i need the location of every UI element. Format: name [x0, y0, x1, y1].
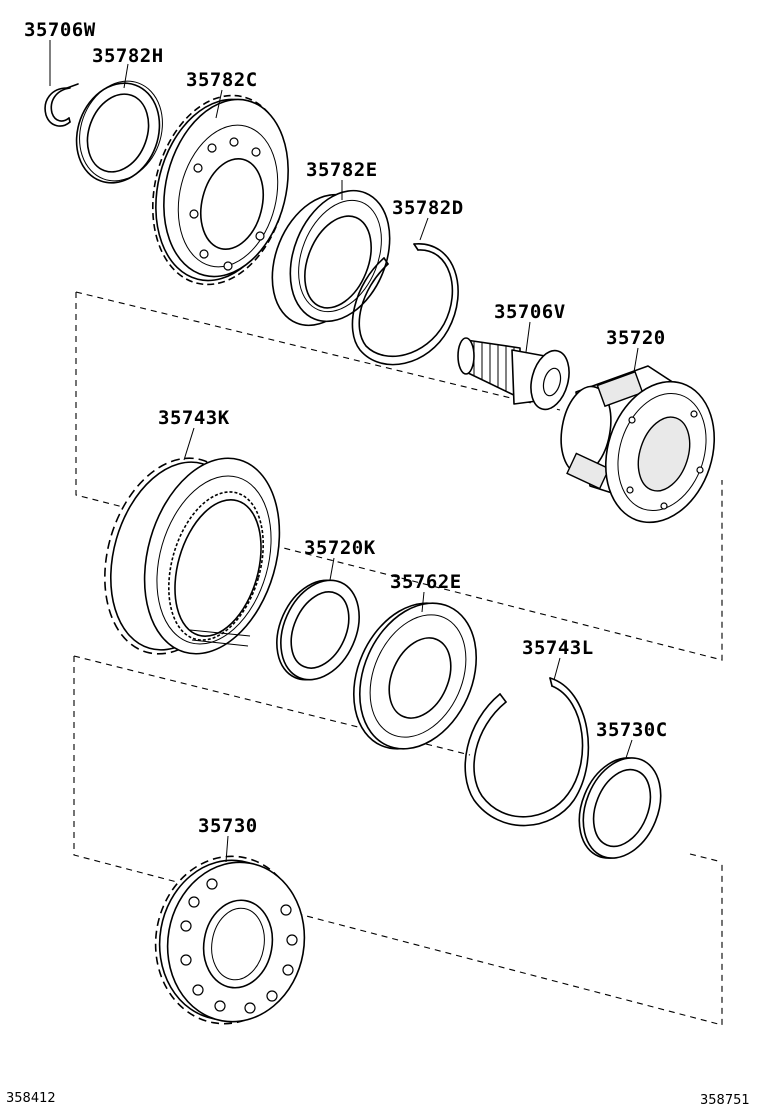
part-label-35720[interactable]: 35720	[606, 327, 666, 349]
part-label-35743L[interactable]: 35743L	[522, 637, 594, 659]
part-label-35706W[interactable]: 35706W	[24, 19, 96, 41]
assembly-group-box-upper	[75, 291, 723, 661]
bearing-35762E[interactable]	[332, 585, 498, 768]
gear-35782C[interactable]	[134, 81, 307, 299]
part-label-35782C[interactable]: 35782C	[186, 69, 258, 91]
reference-number-left: 358412	[6, 1091, 56, 1106]
snap-ring-35743L[interactable]	[464, 677, 590, 827]
snap-ring-35782D[interactable]	[351, 243, 459, 366]
part-label-35782E[interactable]: 35782E	[306, 159, 378, 181]
reference-number-right: 358751	[700, 1093, 750, 1108]
part-label-35762E[interactable]: 35762E	[390, 571, 462, 593]
bearing-35782E[interactable]	[254, 176, 408, 341]
sun-gear-35730[interactable]	[143, 845, 317, 1035]
part-label-35706V[interactable]: 35706V	[494, 301, 566, 323]
thrust-washer-35730C[interactable]	[565, 746, 675, 869]
snap-ring-35706W[interactable]	[44, 83, 79, 127]
thrust-washer-35782H[interactable]	[63, 69, 176, 194]
part-label-35782H[interactable]: 35782H	[92, 45, 164, 67]
part-label-35720K[interactable]: 35720K	[304, 537, 376, 559]
part-label-35743K[interactable]: 35743K	[158, 407, 230, 429]
planetary-carrier-35720[interactable]	[555, 365, 732, 537]
thrust-washer-35720K[interactable]	[262, 568, 374, 692]
leader-lines	[49, 40, 639, 863]
part-label-35782D[interactable]: 35782D	[392, 197, 464, 219]
part-label-35730[interactable]: 35730	[198, 815, 258, 837]
part-label-35730C[interactable]: 35730C	[596, 719, 668, 741]
ring-gear-35743K[interactable]	[83, 442, 301, 671]
shaft-35706V[interactable]	[457, 337, 575, 414]
assembly-group-box-lower	[73, 655, 723, 1026]
